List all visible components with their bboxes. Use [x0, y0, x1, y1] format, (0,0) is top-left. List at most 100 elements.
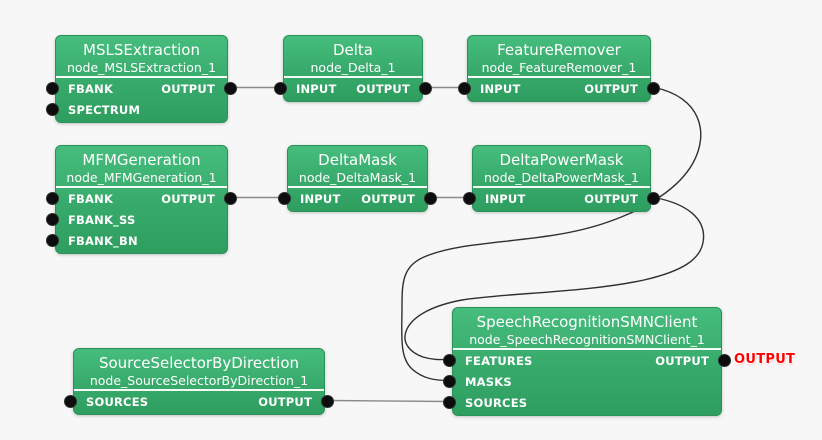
input-port-fbank[interactable] — [46, 82, 59, 95]
input-port-fbank_bn[interactable] — [46, 234, 59, 247]
input-port-input[interactable] — [274, 82, 287, 95]
output-port-label: OUTPUT — [584, 191, 638, 206]
node-title: MSLSExtraction — [83, 41, 200, 59]
output-port-output[interactable] — [321, 395, 334, 408]
output-port-label: OUTPUT — [258, 394, 312, 409]
input-port-label: INPUT — [480, 81, 521, 96]
node-separator — [56, 76, 227, 78]
node-bottom-padding — [468, 99, 650, 101]
input-port-sources[interactable] — [443, 396, 456, 409]
node-title: MFMGeneration — [82, 151, 201, 169]
output-port-output[interactable] — [224, 82, 237, 95]
wire-node_DeltaPowerMask_1.OUTPUT-to-node_SpeechRecognitionSMNClient_1.FEATURES[interactable] — [404, 196, 705, 361]
input-port-spectrum[interactable] — [46, 103, 59, 116]
input-port-label: FBANK_BN — [68, 233, 138, 248]
input-port-sources[interactable] — [64, 395, 77, 408]
node-port-row: MASKS — [443, 371, 721, 392]
input-port-label: SOURCES — [465, 395, 528, 410]
node-port-row: FEATURES OUTPUT — [443, 350, 731, 371]
output-port-label: OUTPUT — [161, 191, 215, 206]
node-separator — [284, 76, 422, 78]
node-bottom-padding — [453, 413, 721, 415]
node-port-row: INPUT OUTPUT — [463, 188, 660, 209]
input-port-label: INPUT — [485, 191, 526, 206]
node-separator — [288, 186, 427, 188]
input-port-masks[interactable] — [443, 375, 456, 388]
node-separator — [473, 186, 650, 188]
node-title: DeltaPowerMask — [499, 151, 624, 169]
node-title: DeltaMask — [318, 151, 397, 169]
node-instance-name: node_FeatureRemover_1 — [481, 60, 637, 75]
node-port-row: FBANK OUTPUT — [46, 188, 237, 209]
node-title: FeatureRemover — [497, 41, 621, 59]
input-port-label: FBANK_SS — [68, 212, 136, 227]
node-instance-name: node_SpeechRecognitionSMNClient_1 — [469, 332, 705, 347]
output-port-label: OUTPUT — [655, 353, 709, 368]
input-port-fbank[interactable] — [46, 192, 59, 205]
output-port-label: OUTPUT — [161, 81, 215, 96]
node-separator — [468, 76, 650, 78]
node-port-row: INPUT OUTPUT — [278, 188, 437, 209]
node-port-row: INPUT OUTPUT — [458, 78, 660, 99]
input-port-fbank_ss[interactable] — [46, 213, 59, 226]
node-bottom-padding — [284, 99, 422, 101]
node-separator — [56, 186, 227, 188]
output-port-output[interactable] — [647, 192, 660, 205]
input-port-features[interactable] — [443, 354, 456, 367]
output-port-output[interactable] — [718, 354, 731, 367]
wire-node_SourceSelectorByDirection_1.OUTPUT-to-node_SpeechRecognitionSMNClient_1.SOURCES[interactable] — [328, 399, 449, 403]
input-port-input[interactable] — [458, 82, 471, 95]
node-bottom-padding — [288, 209, 427, 211]
node-instance-name: node_MFMGeneration_1 — [66, 170, 217, 185]
input-port-input[interactable] — [463, 192, 476, 205]
input-port-label: MASKS — [465, 374, 512, 389]
input-port-label: FEATURES — [465, 353, 533, 368]
node-port-row: FBANK_SS — [46, 209, 227, 230]
node-bottom-padding — [473, 209, 650, 211]
input-port-label: FBANK — [68, 191, 114, 206]
input-port-label: INPUT — [296, 81, 337, 96]
node-port-row: FBANK_BN — [46, 230, 227, 251]
node-port-row: SPECTRUM — [46, 99, 227, 120]
output-port-label: OUTPUT — [356, 81, 410, 96]
output-port-label: OUTPUT — [584, 81, 638, 96]
wire-node_FeatureRemover_1.OUTPUT-to-node_SpeechRecognitionSMNClient_1.MASKS[interactable] — [401, 86, 702, 382]
output-port-output[interactable] — [647, 82, 660, 95]
node-separator — [74, 389, 324, 391]
input-port-label: FBANK — [68, 81, 114, 96]
input-port-label: SOURCES — [86, 394, 149, 409]
input-port-label: INPUT — [300, 191, 341, 206]
output-port-output[interactable] — [224, 192, 237, 205]
node-instance-name: node_DeltaMask_1 — [298, 170, 417, 185]
node-instance-name: node_MSLSExtraction_1 — [66, 60, 217, 75]
node-bottom-padding — [56, 251, 227, 253]
node-bottom-padding — [74, 412, 324, 414]
node-port-row: FBANK OUTPUT — [46, 78, 237, 99]
output-port-output[interactable] — [424, 192, 437, 205]
node-bottom-padding — [56, 120, 227, 122]
output-port-label: OUTPUT — [361, 191, 415, 206]
node-title: SourceSelectorByDirection — [98, 354, 300, 372]
input-port-input[interactable] — [278, 192, 291, 205]
network-output-terminal-label[interactable]: OUTPUT — [734, 352, 796, 367]
node-instance-name: node_Delta_1 — [310, 60, 396, 75]
node-port-row: SOURCES — [443, 392, 721, 413]
input-port-label: SPECTRUM — [68, 102, 141, 117]
output-port-output[interactable] — [419, 82, 432, 95]
node-instance-name: node_SourceSelectorByDirection_1 — [89, 373, 309, 388]
node-title: SpeechRecognitionSMNClient — [476, 313, 698, 331]
node-separator — [453, 348, 721, 350]
node-instance-name: node_DeltaPowerMask_1 — [484, 170, 639, 185]
node-title: Delta — [332, 41, 374, 59]
node-port-row: SOURCES OUTPUT — [64, 391, 334, 412]
